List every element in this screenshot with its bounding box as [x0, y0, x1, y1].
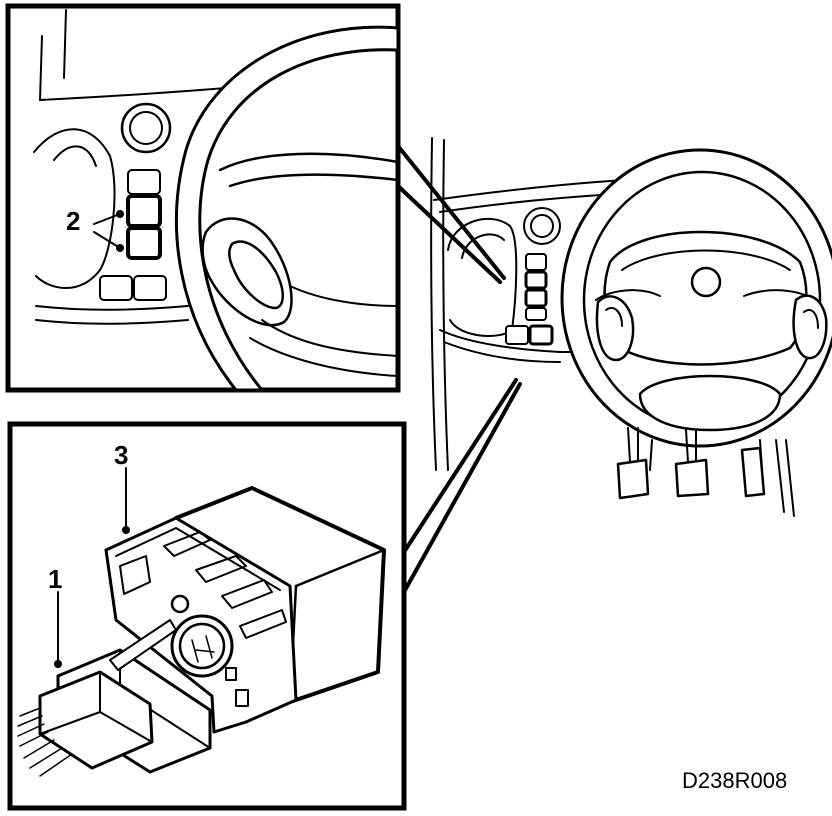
- inset-pointer-upper: [396, 144, 506, 284]
- switch-detail-inset: 2: [5, 3, 401, 393]
- label-3: 3: [114, 440, 128, 470]
- label-2: 2: [66, 206, 80, 236]
- label-1: 1: [48, 564, 62, 594]
- relay-module-inset: 1 3: [7, 421, 407, 811]
- reference-code: D238R008: [682, 768, 787, 793]
- inset-pointer-lower: [402, 378, 522, 594]
- wiring-connector: [17, 619, 212, 777]
- dashboard-overview: [430, 137, 832, 517]
